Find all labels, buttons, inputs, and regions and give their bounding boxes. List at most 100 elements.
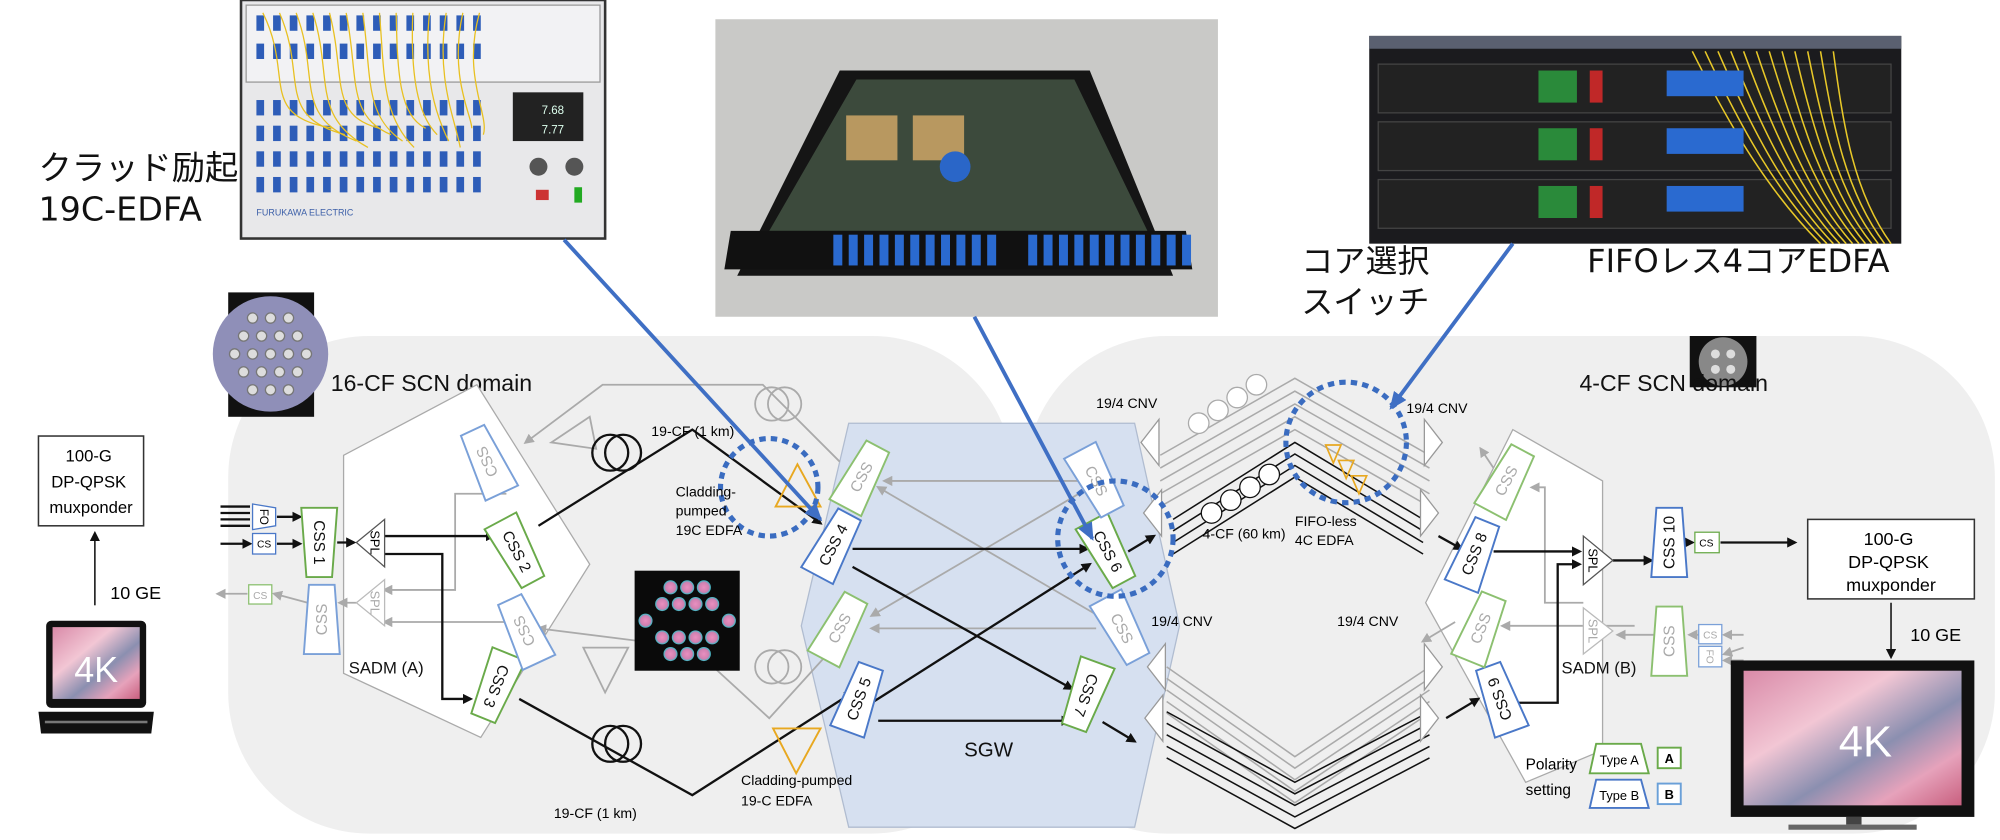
sgw-label: SGW [964, 739, 1014, 762]
css-switch-reverse: CSS [806, 590, 869, 669]
cnv-label: 19/4 CNV [1151, 613, 1213, 629]
callout-core-switch-line2: スイッチ [1301, 283, 1429, 321]
fiber-crosssection-16core [212, 292, 329, 417]
spl-label: SPL [368, 591, 383, 615]
css-switch: CSS 7 [1060, 655, 1116, 734]
amplifier-icon [548, 415, 598, 450]
photo-core-selective-switch [715, 19, 1218, 317]
css-label: CSS [1661, 625, 1678, 657]
cs-module-left: CS [251, 532, 277, 555]
fiber-label-4cf: 4-CF (60 km) [1203, 526, 1286, 542]
edfa-triangle [1337, 459, 1356, 481]
splitter-spl-b-reverse: SPL [1582, 606, 1614, 656]
edfa-label-top: Cladding- pumped 19C EDFA [676, 483, 743, 537]
legend-a: A [1665, 751, 1674, 766]
legend-type-b: Type B [1599, 788, 1639, 803]
callout-core-switch-line1: コア選択 [1301, 242, 1429, 280]
css-switch-reverse: CSS [496, 592, 557, 672]
muxponder-right-label: 100-G DP-QPSK muxponder [1846, 529, 1936, 595]
svg-text:CS: CS [1699, 538, 1713, 549]
fiber-line [1159, 415, 1430, 495]
callout-fifo-less-edfa: FIFOレス4コアEDFA [1587, 242, 1889, 280]
highlight-fifo-less-edfa [1283, 379, 1409, 506]
splitter-spl-a-reverse: SPL [355, 578, 386, 628]
knob [565, 157, 584, 176]
fiber-line [1159, 390, 1430, 469]
forward-paths [220, 428, 1798, 797]
svg-text:CS: CS [253, 591, 267, 602]
fiber-line [1166, 677, 1430, 770]
svg-text:CS: CS [1703, 631, 1717, 642]
muxponder-left-label: 100-G DP-QPSK muxponder [49, 447, 133, 517]
sadm-a-label: SADM (A) [349, 658, 424, 677]
splitter-spl-b: SPL [1582, 534, 1614, 587]
domain-16cf-title: 16-CF SCN domain [331, 370, 532, 396]
css-switch-reverse: CSS [1449, 590, 1507, 669]
photo-fifo-less-4core-edfa [1369, 35, 1902, 245]
muxponder-right [1806, 518, 1976, 600]
cs-module-right-return: CS [1698, 623, 1723, 645]
css-switch-reverse: CSS [1062, 440, 1125, 519]
css-switch-reverse: CSS [459, 423, 520, 502]
highlight-cladding-edfa [717, 436, 821, 539]
fiber-crosssection-19core [634, 570, 740, 671]
fiber-coil-icon [1245, 373, 1268, 396]
cnv-label: 19/4 CNV [1096, 395, 1158, 411]
cnv-fan-device [1144, 693, 1164, 744]
fiber-label-top: 19-CF (1 km) [651, 423, 734, 439]
css-switch: CSS 9 [1474, 660, 1531, 739]
fiber-line [1166, 734, 1430, 807]
cnv-label: 19/4 CNV [1337, 613, 1399, 629]
sadm-b-label: SADM (B) [1562, 658, 1637, 677]
svg-text:CS: CS [257, 540, 271, 551]
knob [529, 157, 548, 176]
fiber-coil-icon [1239, 476, 1261, 499]
gain-display [512, 92, 584, 142]
cs-module-left-return: CS [248, 584, 273, 605]
css-switch-reverse: CSS [302, 583, 341, 656]
fiber-crosssection-4core [1689, 336, 1757, 388]
spl-label: SPL [1585, 619, 1600, 643]
tv-icon: 4K [1730, 660, 1975, 830]
cnv-fan-device [1142, 488, 1163, 538]
link-label-right: 10 GE [1910, 625, 1961, 645]
edfa-triangle-top [774, 462, 823, 508]
edfa-triangle [1350, 474, 1368, 496]
fiber-line [1166, 745, 1430, 818]
edfa-triangle-bottom [771, 727, 823, 776]
fiber-line [1166, 712, 1430, 804]
callout-arrow-fifo-less-edfa [1389, 242, 1515, 410]
css-switch: CSS 1 [300, 506, 339, 579]
fiber-line [1166, 666, 1430, 758]
svg-text:FO: FO [257, 509, 269, 525]
css-switch-reverse: CSS [1472, 443, 1536, 522]
tv-4k-label: 4K [1839, 719, 1892, 767]
cnv-label: 19/4 CNV [1406, 400, 1468, 416]
css-switch: CSS 3 [470, 645, 528, 725]
css-label: CSS [314, 604, 331, 636]
fiber-coil-icon [1187, 412, 1210, 435]
fiber-line [1166, 689, 1430, 781]
css-switch: CSS 8 [1443, 515, 1501, 595]
legend-title: Polarity setting [1526, 756, 1582, 799]
fiber-line [1166, 722, 1430, 795]
fiber-coil-icon [1226, 386, 1249, 409]
callout-arrow-cladding-edfa [562, 238, 823, 522]
fiber-line [1159, 403, 1430, 482]
fo-module-right: FO [1698, 645, 1723, 668]
callout-cladding-edfa-line1: クラッド励起 [38, 149, 238, 188]
cnv-fan-device [1419, 488, 1440, 538]
fiber-line [1166, 757, 1430, 830]
cnv-fan-device [1423, 641, 1444, 692]
callout-arrow-core-switch [972, 315, 1095, 541]
brand-logo: FURUKAWA ELECTRIC [256, 207, 354, 217]
fiber-line [1159, 428, 1430, 508]
amplifier-icon [581, 646, 630, 695]
polarity-legend: Polarity setting Type A A Type B B [1526, 742, 1682, 809]
fiber-coil-icon [1219, 489, 1242, 512]
muxponder-left [37, 435, 145, 527]
legend-b: B [1665, 787, 1674, 802]
fiber-line [1166, 711, 1430, 784]
cnv-fan-device [1146, 641, 1167, 692]
